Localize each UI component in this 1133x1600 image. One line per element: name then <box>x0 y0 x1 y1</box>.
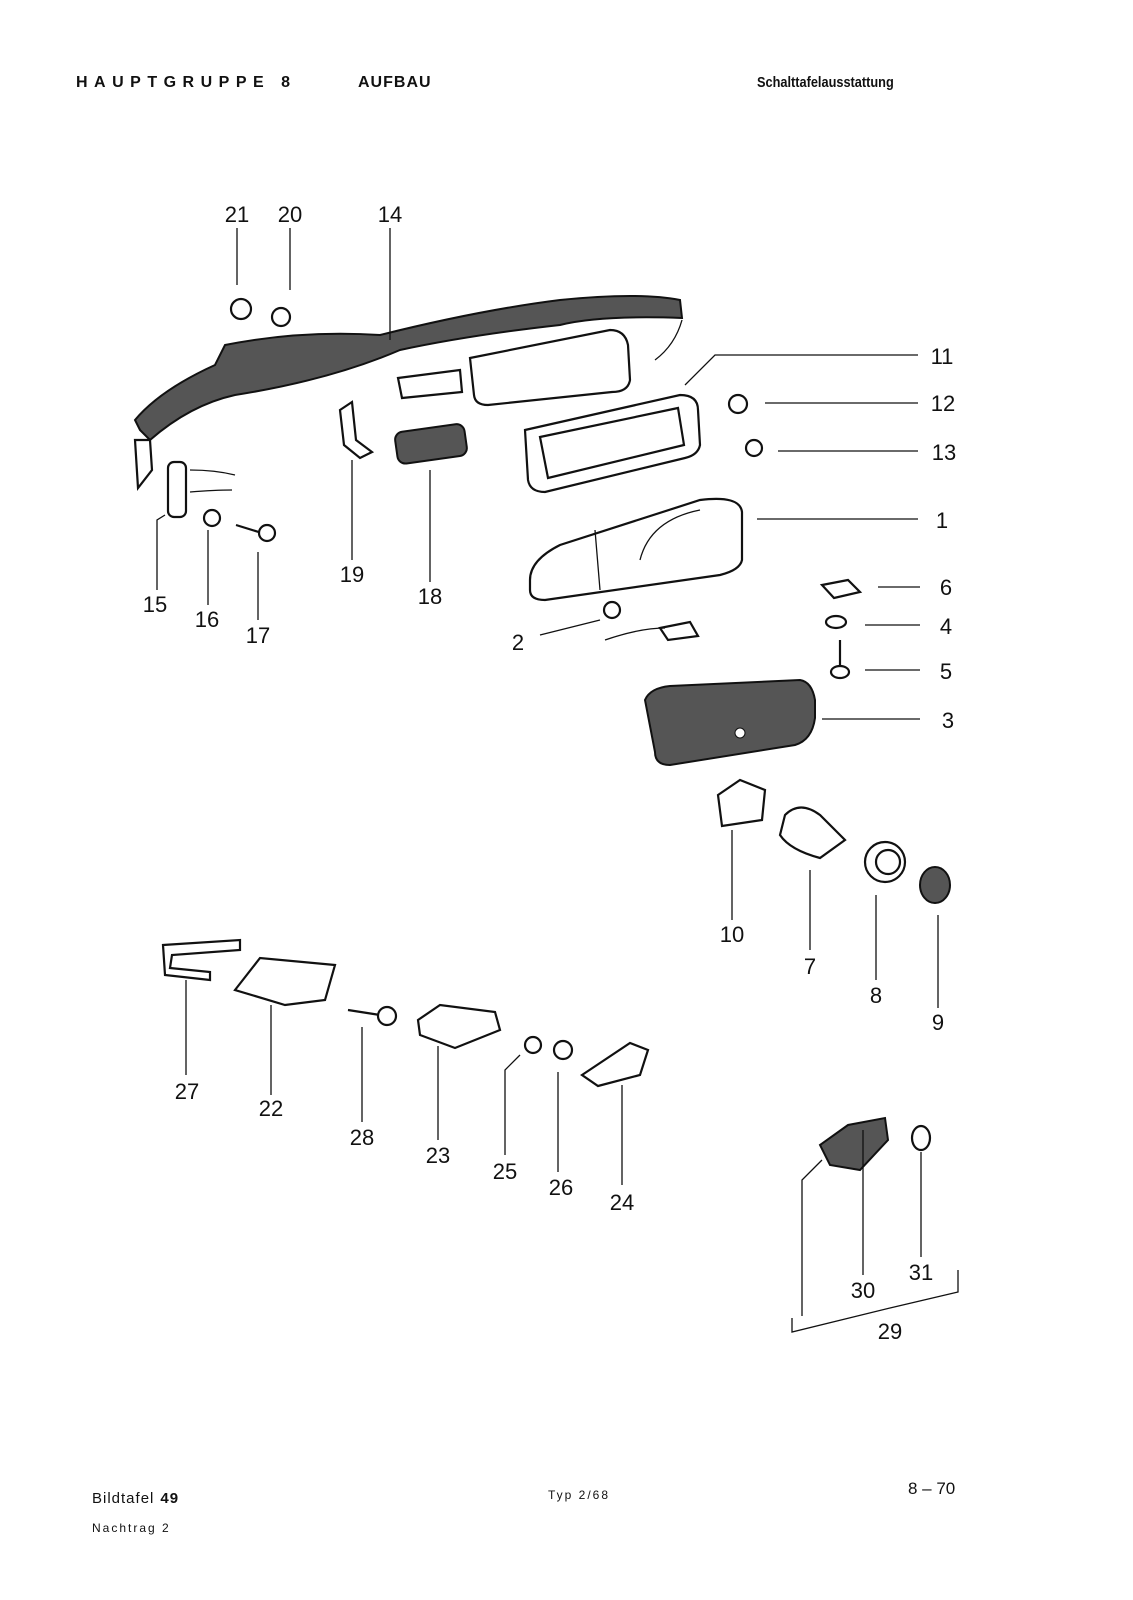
callout-18: 18 <box>418 584 442 609</box>
callout-6: 6 <box>940 575 952 600</box>
callout-29: 29 <box>878 1319 902 1344</box>
callout-31: 31 <box>909 1260 933 1285</box>
callout-11: 11 <box>931 344 954 369</box>
plate-number: 49 <box>160 1490 180 1507</box>
callout-12: 12 <box>931 391 955 416</box>
callout-25: 25 <box>493 1159 517 1184</box>
callout-16: 16 <box>195 607 219 632</box>
callout-22: 22 <box>259 1096 283 1121</box>
callout-19: 19 <box>340 562 364 587</box>
page-number: 8 – 70 <box>908 1479 956 1498</box>
callout-4: 4 <box>940 614 952 639</box>
callout-28: 28 <box>350 1125 374 1150</box>
callout-14: 14 <box>378 202 402 227</box>
section-heading: AUFBAU <box>358 74 432 91</box>
supplement-note: Nachtrag 2 <box>92 1521 171 1535</box>
callout-30: 30 <box>851 1278 875 1303</box>
callout-20: 20 <box>278 202 302 227</box>
callout-3: 3 <box>942 708 954 733</box>
callout-23: 23 <box>426 1143 450 1168</box>
glove-box-part <box>528 497 744 602</box>
leader-lines <box>156 228 959 1333</box>
callout-27: 27 <box>175 1079 199 1104</box>
callout-13: 13 <box>932 440 956 465</box>
callout-1: 1 <box>936 508 948 533</box>
callout-5: 5 <box>940 659 952 684</box>
callout-24: 24 <box>610 1190 634 1215</box>
plate-label-text: Bildtafel <box>92 1490 155 1507</box>
callout-15: 15 <box>143 592 167 617</box>
callout-8: 8 <box>870 983 882 1008</box>
callout-9: 9 <box>932 1010 944 1035</box>
type-label: Typ 2/68 <box>548 1488 611 1502</box>
callout-7: 7 <box>804 954 816 979</box>
callout-26: 26 <box>549 1175 573 1200</box>
callout-17: 17 <box>246 623 270 648</box>
callout-10: 10 <box>720 922 744 947</box>
dashboard-padding-part <box>133 295 684 519</box>
plate-label: Bildtafel 49 <box>92 1490 179 1507</box>
page-title: Schalttafelausstattung <box>757 74 894 91</box>
callout-21: 21 <box>225 202 249 227</box>
main-group-heading: HAUPTGRUPPE 8 <box>76 74 297 91</box>
callout-labels: 21 20 14 11 12 13 1 6 4 5 3 15 16 17 19 … <box>143 202 956 1344</box>
callout-2: 2 <box>512 630 524 655</box>
glove-box-lid-part <box>643 678 816 767</box>
